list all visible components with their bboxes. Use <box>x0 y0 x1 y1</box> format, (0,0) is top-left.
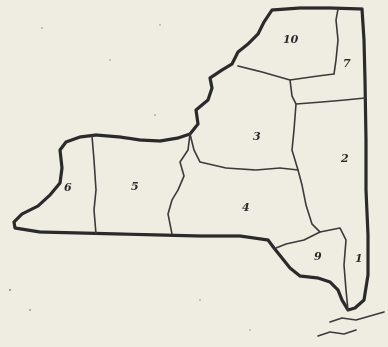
region-9-label: 9 <box>314 250 322 263</box>
district-boundaries <box>91 8 366 311</box>
harbor-detail-2 <box>317 329 357 337</box>
region-7-label: 7 <box>343 57 351 70</box>
district-labels: 10 7 3 2 6 5 4 9 1 <box>64 33 363 265</box>
region-10-label: 10 <box>283 33 299 46</box>
state-outline <box>12 6 370 312</box>
region-6-label: 6 <box>64 181 72 194</box>
harbor-detail <box>329 311 385 323</box>
region-2-label: 2 <box>340 152 349 165</box>
paper-specks <box>9 24 251 331</box>
region-5-label: 5 <box>131 180 139 193</box>
region-3-label: 3 <box>253 130 261 143</box>
region-4-label: 4 <box>242 201 250 214</box>
region-1-label: 1 <box>355 252 363 265</box>
